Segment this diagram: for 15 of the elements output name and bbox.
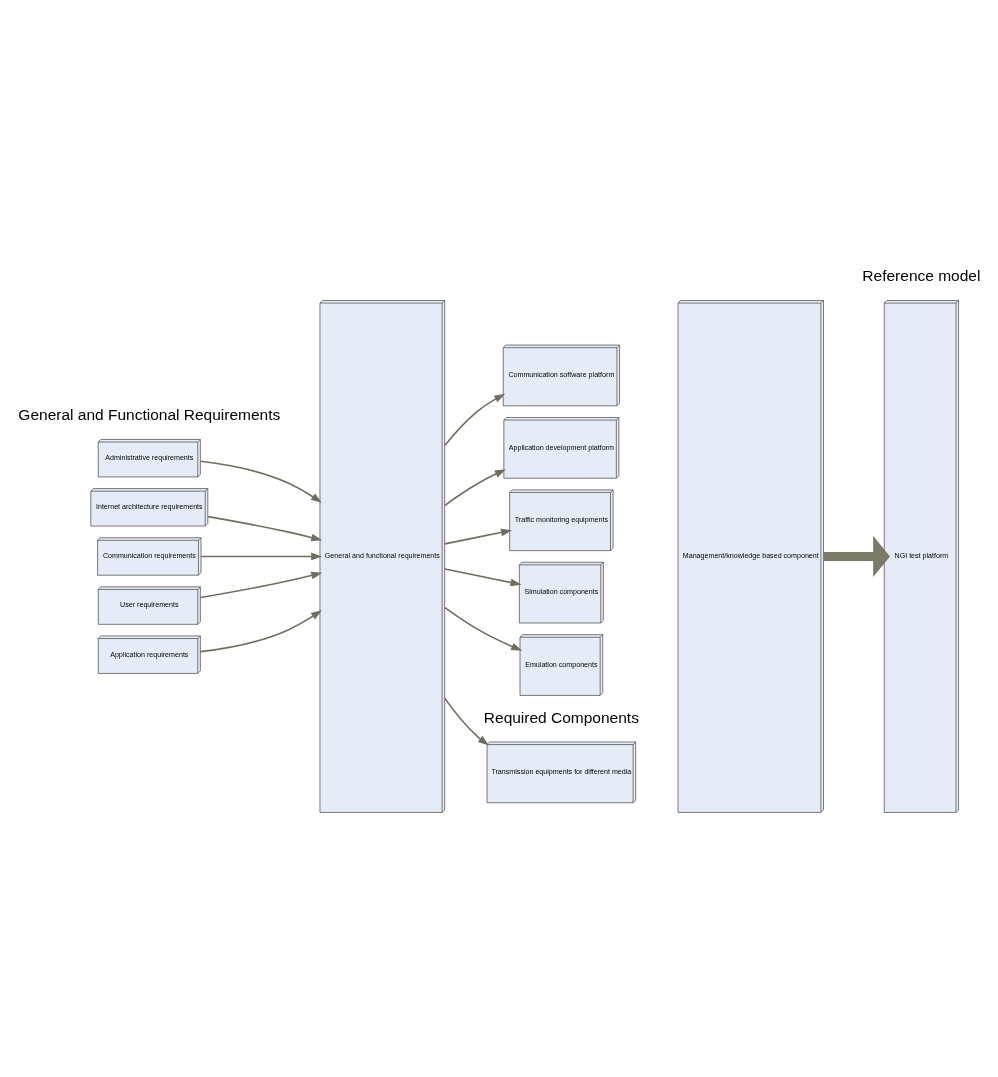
arrow xyxy=(207,515,323,541)
arrow xyxy=(199,609,322,652)
arrow xyxy=(443,696,489,746)
arrow xyxy=(444,606,523,651)
arrow xyxy=(444,393,506,446)
arrow xyxy=(444,567,522,586)
arrow xyxy=(199,571,323,598)
label: General and Functional Requirements xyxy=(18,405,281,423)
label: Required Components xyxy=(483,708,639,726)
arrow xyxy=(200,552,323,560)
label: Reference model xyxy=(862,266,981,284)
arrow xyxy=(823,535,890,577)
arrow xyxy=(444,468,506,506)
arrow xyxy=(199,460,322,503)
arrow xyxy=(444,528,513,545)
